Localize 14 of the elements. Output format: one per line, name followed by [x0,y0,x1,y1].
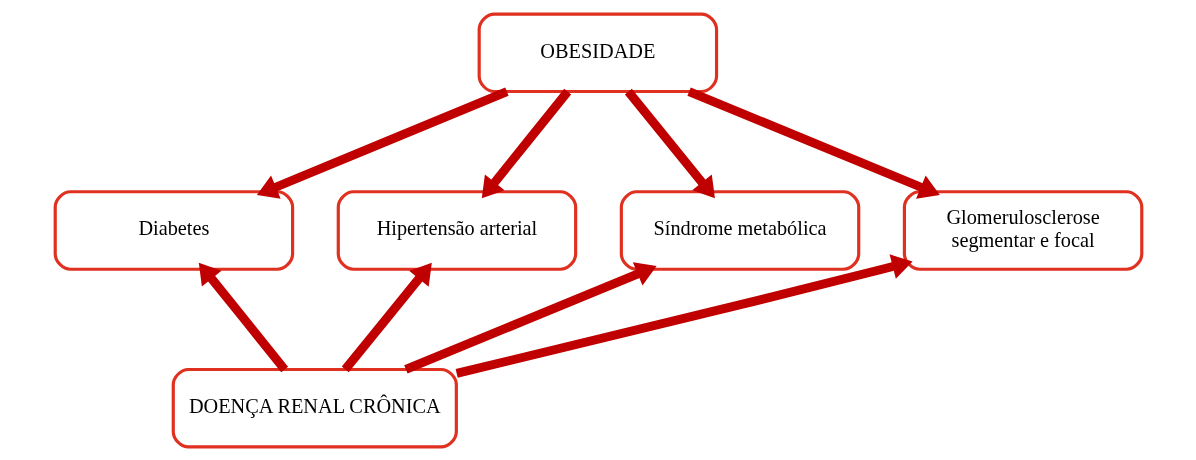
node-box: OBESIDADE [477,12,718,93]
arrow [455,253,913,378]
arrow [256,87,509,199]
arrow [481,88,571,198]
arrow [686,87,940,199]
node-box: Síndrome metabólica [619,189,860,271]
node-box: Glomerulosclerose segmentar e focal [902,189,1143,271]
node-box: Diabetes [53,189,294,271]
node-box: DOENÇA RENAL CRÔNICA [171,367,458,448]
arrow [403,261,657,374]
arrow [341,262,432,372]
node-box: Hipertensão arterial [336,189,577,271]
arrow [198,262,288,372]
arrow [624,88,715,198]
